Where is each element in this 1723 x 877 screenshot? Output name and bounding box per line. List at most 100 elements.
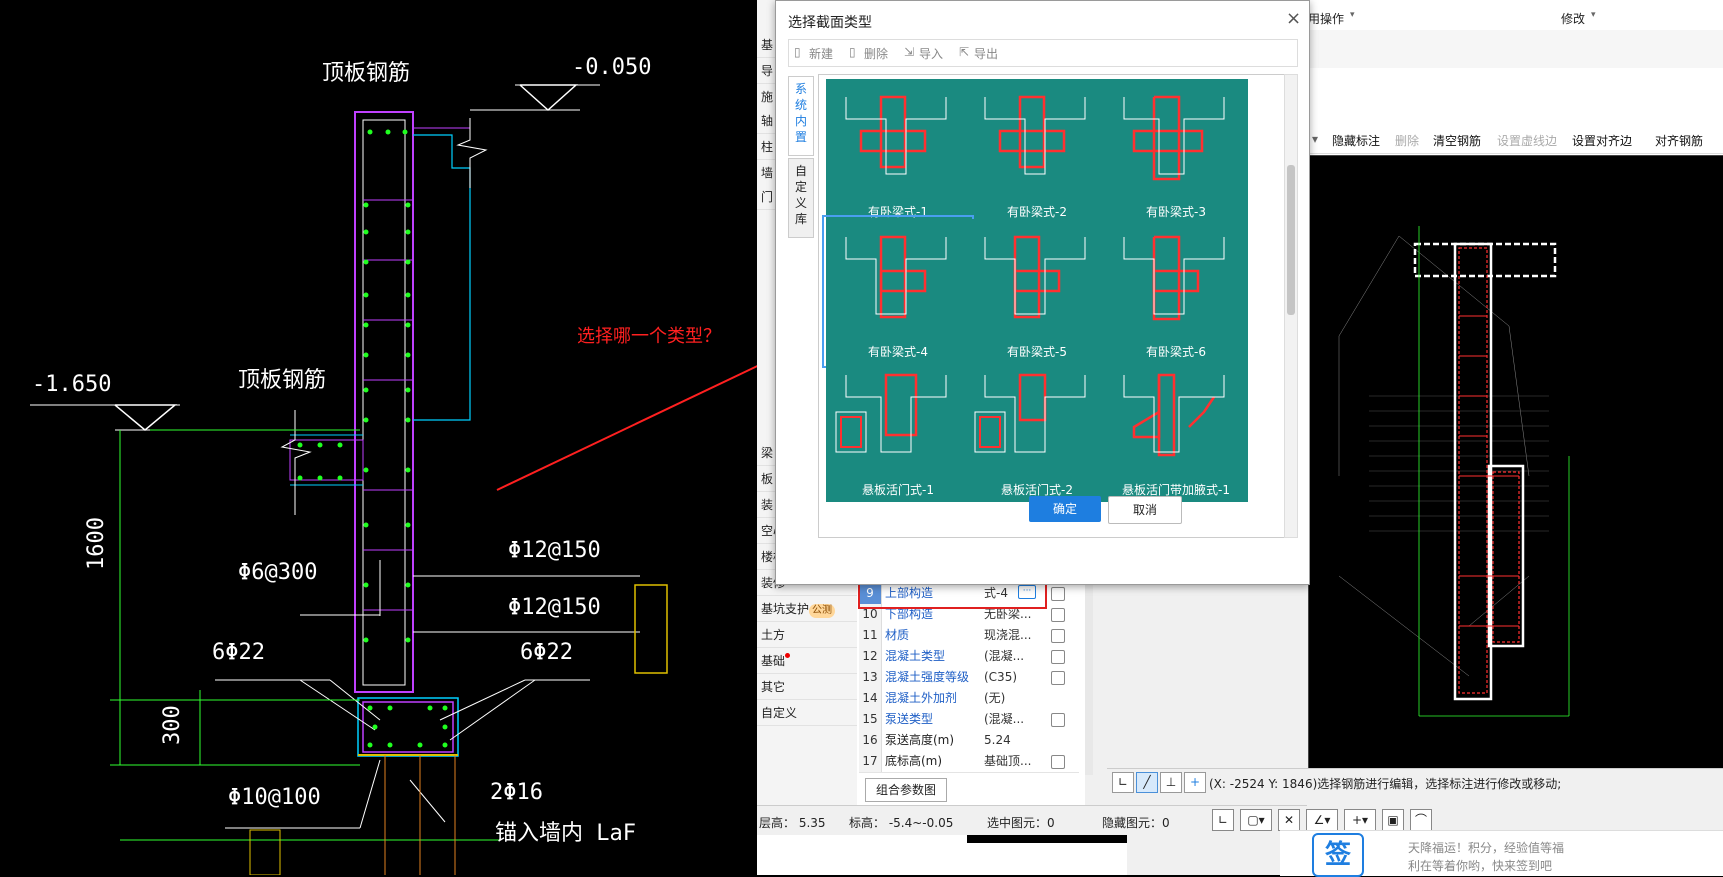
tab-custom-library[interactable]: 自定义库	[788, 158, 814, 238]
signin-banner[interactable]: 签 天降福运！积分，经验值等福 利在等着你哟，快来签到吧	[1280, 830, 1723, 877]
nav-item[interactable]: 基础	[757, 648, 857, 674]
dimension-icon[interactable]: +▾	[1344, 809, 1376, 831]
clear-rebar-button[interactable]: 清空钢筋	[1433, 134, 1482, 148]
property-value: (混凝...	[984, 712, 1025, 726]
cross-icon[interactable]: ✕	[1278, 809, 1300, 831]
ortho-icon[interactable]: ∟	[1112, 772, 1134, 793]
section-type-tile[interactable]: 有卧梁式-4	[822, 215, 974, 368]
section-preview	[984, 235, 1086, 319]
ortho-icon[interactable]: ∟	[1212, 809, 1234, 831]
import-button[interactable]: 导入	[919, 47, 944, 61]
section-type-tile[interactable]: 悬板活门式-1	[826, 357, 970, 502]
bottom-strip-dark	[967, 835, 1127, 843]
section-type-tile[interactable]: 有卧梁式-3	[1104, 79, 1248, 224]
section-type-tile[interactable]: 悬板活门式-2	[965, 357, 1109, 502]
banner-line-1: 天降福运！积分，经验值等福	[1408, 841, 1565, 855]
section-type-tile[interactable]: 悬板活门带加腋式-1	[1104, 357, 1248, 502]
section-type-tile[interactable]: 有卧梁式-2	[965, 79, 1109, 224]
rebar-label-3: Φ12@150	[508, 595, 601, 620]
attach-checkbox[interactable]	[1051, 713, 1065, 727]
angle-icon[interactable]: ∠▾	[1306, 809, 1338, 831]
nav-item-label: 梁	[761, 446, 774, 460]
attach-checkbox[interactable]	[1051, 755, 1065, 769]
more-button[interactable]: ···	[1018, 585, 1036, 599]
set-dashed-edge-button[interactable]: 设置虚线边	[1497, 134, 1558, 148]
nav-item[interactable]: 其它	[757, 674, 857, 700]
tab-system-builtin[interactable]: 系统内置	[788, 76, 814, 156]
tile-scrollbar[interactable]	[1284, 74, 1298, 538]
attach-checkbox[interactable]	[1051, 608, 1065, 622]
nav-item-label: 装	[761, 498, 774, 512]
section-preview	[1123, 95, 1225, 181]
rebar-label-6: Φ10@100	[228, 785, 321, 810]
arc-icon[interactable]: ⌒	[1410, 809, 1432, 831]
align-rebar-button[interactable]: 对齐钢筋	[1655, 134, 1704, 148]
perpendicular-icon[interactable]: ⊥	[1160, 772, 1182, 793]
rebar-label-1: Φ12@150	[508, 538, 601, 563]
attach-checkbox[interactable]	[1051, 629, 1065, 643]
attach-checkbox[interactable]	[1051, 671, 1065, 685]
rebar-label-2: Φ6@300	[238, 560, 318, 585]
new-dot-icon	[785, 653, 791, 658]
row-number: 15	[859, 709, 882, 730]
nav-item-label: 墙	[761, 166, 774, 180]
rect-select-icon[interactable]: ▢▾	[1240, 809, 1272, 831]
row-number: 12	[859, 646, 882, 667]
combo-param-button[interactable]: 组合参数图	[865, 778, 947, 802]
line-icon[interactable]: ╱	[1136, 772, 1158, 793]
section-canvas[interactable]	[1308, 155, 1723, 769]
rebar-dots	[297, 129, 448, 748]
property-value: 基础顶...	[984, 754, 1032, 768]
tile-caption: 悬板活门式-2	[1001, 483, 1073, 497]
property-name: 上部构造	[885, 586, 934, 600]
nav-item[interactable]: 土方	[757, 622, 857, 648]
attach-checkbox[interactable]	[1051, 587, 1065, 601]
delete-dialog-button[interactable]: 删除	[864, 47, 889, 61]
section-type-dialog: 选择截面类型 × ▯ 新建 ▯ 删除 ⇲ 导入 ⇱ 导出 系统内置 自定义库 有…	[775, 0, 1310, 585]
ok-button[interactable]: 确定	[1029, 496, 1101, 522]
menu-operations[interactable]: 用操作	[1308, 12, 1345, 26]
delete-button[interactable]: 删除	[1395, 134, 1420, 148]
section-type-tile[interactable]: 有卧梁式-5	[965, 219, 1109, 364]
cad-lines	[30, 84, 757, 875]
set-align-edge-button[interactable]: 设置对齐边	[1572, 134, 1633, 148]
new-button[interactable]: 新建	[809, 47, 834, 61]
property-scrollbar[interactable]	[1085, 575, 1093, 775]
top-ribbon: 用操作 ▾ 修改 ▾	[1308, 0, 1723, 31]
floor-height: 层高： 5.35	[759, 816, 826, 830]
export-button[interactable]: 导出	[974, 47, 999, 61]
scrollbar-thumb[interactable]	[1287, 165, 1295, 315]
nav-item[interactable]: 自定义	[757, 700, 857, 726]
section-type-tile[interactable]: 有卧梁式-6	[1104, 219, 1248, 364]
signin-icon: 签	[1312, 833, 1364, 877]
delete-icon: ▯	[849, 45, 856, 59]
close-icon[interactable]: ×	[1286, 8, 1302, 29]
add-dim-icon[interactable]: +	[1184, 772, 1206, 793]
cancel-button[interactable]: 取消	[1108, 496, 1182, 524]
nav-item-label: 基坑支护	[761, 602, 810, 616]
elevation-mid: -1.650	[32, 372, 112, 397]
dimension-1600: 1600	[84, 517, 109, 570]
menu-modify[interactable]: 修改	[1561, 12, 1586, 26]
print-icon[interactable]: ▣	[1382, 809, 1404, 831]
attach-checkbox[interactable]	[1051, 650, 1065, 664]
hide-label-button[interactable]: 隐藏标注	[1332, 134, 1381, 148]
tile-caption: 有卧梁式-5	[1007, 345, 1067, 359]
export-icon: ⇱	[959, 45, 970, 59]
chevron-down-icon: ▾	[1350, 10, 1355, 20]
elevation-range: 标高： -5.4~-0.05	[849, 816, 954, 830]
row-number: 10	[859, 604, 882, 625]
tile-caption: 有卧梁式-6	[1146, 345, 1206, 359]
section-type-tile[interactable]: 有卧梁式-1	[826, 79, 970, 224]
property-name: 泵送高度(m)	[885, 733, 955, 747]
nav-item[interactable]: 基坑支护公测	[757, 596, 857, 622]
property-value: (无)	[984, 691, 1006, 705]
